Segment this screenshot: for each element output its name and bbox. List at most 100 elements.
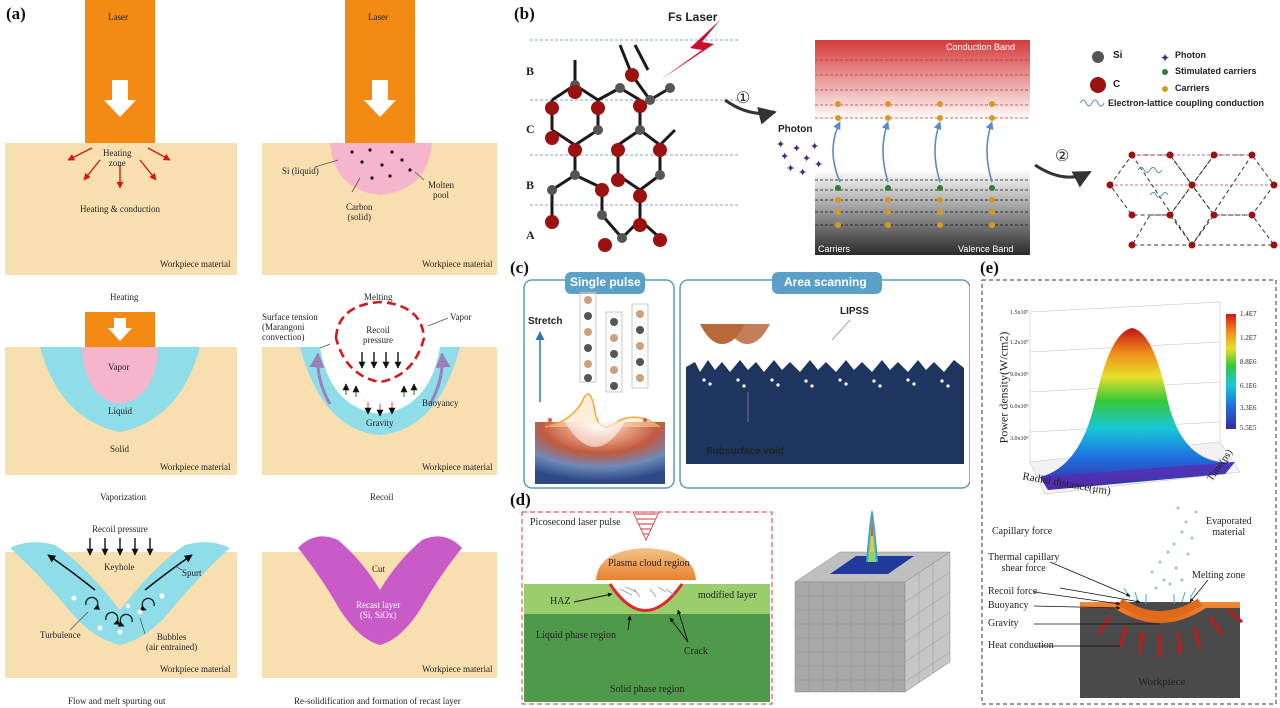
panel-d-graphics xyxy=(521,510,970,705)
recoil-force-label: Recoil force xyxy=(988,586,1038,597)
workpiece-label: Workpiece material xyxy=(160,462,231,472)
colorbar-tick-4: 6.1E6 xyxy=(1240,382,1257,390)
plasma-cloud-label: Plasma cloud region xyxy=(608,558,690,569)
z-tick-3: 9.0x10⁶ xyxy=(1010,372,1029,378)
solid-phase xyxy=(524,614,770,702)
single-pulse-title: Single pulse xyxy=(570,275,641,289)
hex-lattice xyxy=(1109,154,1275,246)
valence-band xyxy=(815,170,1030,255)
z-tick-5: 3.0x10⁶ xyxy=(1010,436,1029,442)
z-tick-1: 1.5x10⁷ xyxy=(1010,310,1029,316)
recast-layer-label: Recast layer (Si, SiOx) xyxy=(356,600,401,620)
layer-c: C xyxy=(526,122,535,136)
thermal-capillary-label: Thermal capillary shear force xyxy=(988,552,1060,574)
picosecond-label: Picosecond laser pulse xyxy=(530,517,621,528)
laser-label: Laser xyxy=(108,12,128,22)
carbon-solid-label: Carbon (solid) xyxy=(346,202,373,222)
subsurface-void-label: Subsurface void xyxy=(706,446,784,457)
layer-a: A xyxy=(526,228,535,242)
panel-d-label: (d) xyxy=(510,490,531,509)
gravity-label: Gravity xyxy=(366,418,394,428)
panel-e: (e) xyxy=(970,258,1280,708)
modified-layer-label: modified layer xyxy=(698,590,757,601)
capillary-force-label: Capillary force xyxy=(992,526,1053,537)
crystal-lattice xyxy=(550,44,677,240)
legend-stimulated: Stimulated carriers xyxy=(1175,66,1257,76)
cut-label: Cut xyxy=(372,564,386,574)
svg-text:✦: ✦ xyxy=(802,153,811,165)
conduction-band xyxy=(815,40,1030,120)
panel-a-graphics xyxy=(5,0,497,678)
keyhole-label: Keyhole xyxy=(104,562,135,572)
colorbar-tick-2: 1.2E7 xyxy=(1240,334,1257,342)
svg-text:✦: ✦ xyxy=(798,167,807,179)
panel-c: (c) xyxy=(510,258,970,492)
photon-label: Photon xyxy=(778,124,813,135)
crack-label: Crack xyxy=(684,646,708,657)
workpiece-block xyxy=(5,143,237,275)
fem-mesh-block xyxy=(778,510,970,704)
valence-band-label: Valence Band xyxy=(958,244,1014,254)
buoyancy-label: Buoyancy xyxy=(988,600,1029,611)
vapor-label: Vapor xyxy=(108,362,130,372)
legend-si: Si xyxy=(1113,50,1123,61)
panel-b: (b) xyxy=(510,0,1280,262)
conduction-band-label: Conduction Band xyxy=(946,42,1016,52)
spurt-label: Spurt xyxy=(182,568,202,578)
area-scanning-title: Area scanning xyxy=(784,275,867,289)
si-liquid-label: Si (liquid) xyxy=(282,166,319,176)
fs-laser-label: Fs Laser xyxy=(668,10,718,24)
panel-a: (a) xyxy=(0,0,510,708)
svg-text:✦: ✦ xyxy=(780,151,789,163)
molten-pool xyxy=(330,143,432,195)
recast-layer xyxy=(298,536,462,645)
colorbar-tick-6: 5.5E5 xyxy=(1240,424,1257,432)
caption-recoil: Recoil xyxy=(370,492,394,502)
panel-e-label: (e) xyxy=(980,258,999,277)
recoil-pressure-label: Recoil pressure xyxy=(92,524,148,534)
plasma-cloud xyxy=(596,548,696,580)
workpiece-label: Workpiece material xyxy=(422,462,493,472)
z-tick-4: 6.0x10⁶ xyxy=(1010,404,1029,410)
z-tick-2: 1.2x10⁷ xyxy=(1010,340,1029,346)
colorbar-tick-5: 3.3E6 xyxy=(1240,404,1257,412)
heating-zone-label: Heating zone xyxy=(103,148,132,168)
gaussian-surface xyxy=(1040,328,1235,490)
surface-tension-label: Surface tension (Marangoni convection) xyxy=(262,312,318,342)
caption-melting: Melting xyxy=(364,292,393,302)
svg-text:✦: ✦ xyxy=(776,139,785,151)
vapor-region xyxy=(82,347,158,404)
liquid-label: Liquid xyxy=(108,406,132,416)
vapor-cavity xyxy=(320,347,440,414)
legend-photon: Photon xyxy=(1175,50,1206,60)
workpiece-label: Workpiece material xyxy=(422,259,493,269)
panel-b-graphics: ✦✦✦ ✦✦✦ ✦✦ ✦ xyxy=(530,20,1278,255)
laser-arrow xyxy=(104,80,136,117)
svg-text:✦: ✦ xyxy=(810,141,819,153)
recoil-pressure-outline xyxy=(334,300,426,384)
caption-heating: Heating xyxy=(110,292,139,302)
turbulence-label: Turbulence xyxy=(40,630,81,640)
carriers-band-label: Carriers xyxy=(818,244,851,254)
y-axis-label: Power density(W/cm2) xyxy=(996,331,1011,444)
layer-b-bottom: B xyxy=(526,178,535,192)
layer-b-top: B xyxy=(526,64,535,78)
haz-label: HAZ xyxy=(550,596,571,607)
caption-vaporization: Vaporization xyxy=(100,492,146,502)
lipss-surface xyxy=(686,360,964,464)
vapor-recoil-label: Vapor xyxy=(450,312,472,322)
recoil-pressure-box-label: Recoil pressure xyxy=(363,325,393,345)
legend-coupling: Electron-lattice coupling conduction xyxy=(1108,98,1265,108)
buoyancy-label: Buoyancy xyxy=(422,398,459,408)
legend-c: C xyxy=(1113,79,1121,90)
workpiece-label: Workpiece xyxy=(1138,676,1186,688)
colorbar xyxy=(1226,314,1236,429)
laser-arrow xyxy=(108,318,132,341)
svg-text:✦: ✦ xyxy=(786,163,795,175)
svg-text:✦: ✦ xyxy=(814,159,823,171)
svg-text:✦: ✦ xyxy=(1160,51,1170,65)
workpiece-label: Workpiece material xyxy=(160,259,231,269)
legend-carriers: Carriers xyxy=(1175,83,1210,93)
liquid-phase-label: Liquid phase region xyxy=(536,630,616,641)
laser-label: Laser xyxy=(368,12,388,22)
